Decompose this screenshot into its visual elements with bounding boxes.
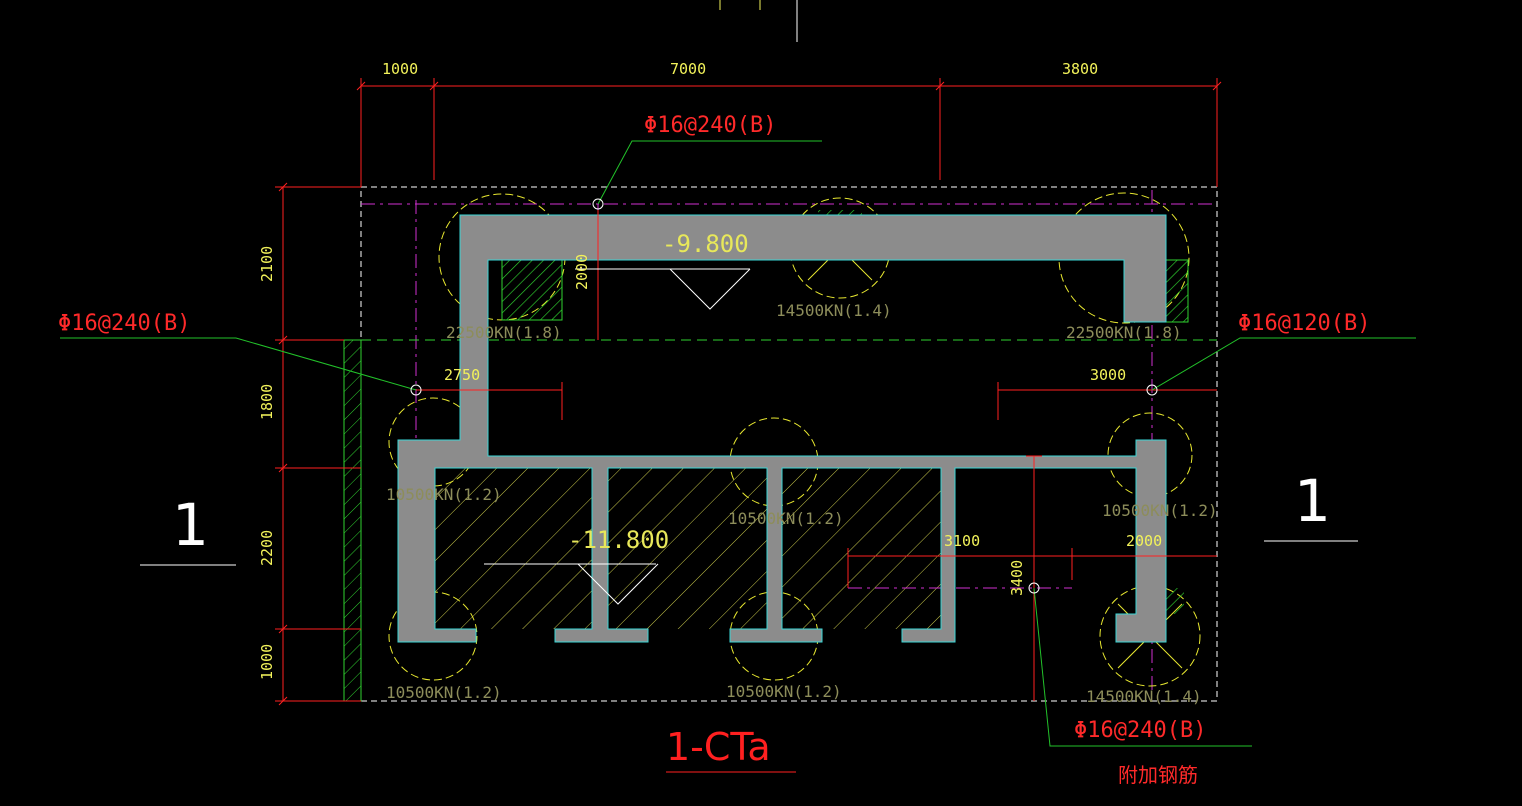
- top-dimension-texts: 1000 7000 3800: [382, 60, 1098, 78]
- elevation-upper-text: -9.800: [662, 230, 749, 258]
- elevation-texts: -9.800 -11.800: [568, 230, 749, 554]
- lower-pit-hatch: [435, 468, 941, 629]
- dim-2200-left: 2200: [258, 530, 276, 566]
- elevation-marker-upper: [575, 268, 751, 310]
- rebar-label-right[interactable]: Φ16@120(B): [1238, 311, 1370, 336]
- rebar-label-texts: Φ16@240(B) Φ16@240(B) Φ16@120(B) Φ16@240…: [58, 113, 1370, 787]
- pile-load-2: 14500KN(1.4): [776, 301, 892, 320]
- elevation-lower-text: -11.800: [568, 526, 669, 554]
- dim-2000-horizontal: 2000: [1126, 532, 1162, 550]
- section-mark-lines: [140, 540, 1358, 566]
- pile-load-3: 22500KN(1.8): [1066, 323, 1182, 342]
- rebar-leader-lines: [60, 140, 1416, 747]
- pile-load-5: 10500KN(1.2): [728, 509, 844, 528]
- inner-dimension-texts: 2000 2750 3000 3100 2000 3400: [444, 254, 1162, 596]
- dim-3800-top: 3800: [1062, 60, 1098, 78]
- pile-load-4: 10500KN(1.2): [386, 485, 502, 504]
- earth-retaining-strip: [343, 339, 362, 702]
- pile-load-texts: 22500KN(1.8) 14500KN(1.4) 22500KN(1.8) 1…: [386, 301, 1218, 706]
- section-mark-right[interactable]: 1: [1294, 467, 1331, 535]
- pile-load-8: 10500KN(1.2): [726, 682, 842, 701]
- dim-1000-left: 1000: [258, 644, 276, 680]
- dim-3000: 3000: [1090, 366, 1126, 384]
- left-dimension-texts: 2100 1800 2200 1000: [258, 246, 276, 680]
- elevation-marker-lower: [484, 563, 659, 605]
- rebar-label-top[interactable]: Φ16@240(B): [644, 113, 776, 138]
- section-mark-texts: 1 1: [172, 467, 1331, 559]
- drawing-title: 1-CTa: [666, 725, 771, 769]
- pile-load-9: 14500KN(1.4): [1086, 687, 1202, 706]
- pile-load-7: 10500KN(1.2): [386, 683, 502, 702]
- dimension-lines: [275, 78, 1222, 706]
- rebar-label-left[interactable]: Φ16@240(B): [58, 311, 190, 336]
- section-mark-left[interactable]: 1: [172, 491, 209, 559]
- dim-2100-left: 2100: [258, 246, 276, 282]
- rebar-label-bottom[interactable]: Φ16@240(B): [1074, 718, 1206, 743]
- dim-2000-vertical: 2000: [573, 254, 591, 290]
- pile-load-1: 22500KN(1.8): [446, 323, 562, 342]
- dim-1800-left: 1800: [258, 384, 276, 420]
- dim-3100: 3100: [944, 532, 980, 550]
- dim-3400: 3400: [1008, 560, 1026, 596]
- pile-load-6: 10500KN(1.2): [1102, 501, 1218, 520]
- concrete-walls: [397, 214, 1167, 643]
- dim-1000-top: 1000: [382, 60, 418, 78]
- rebar-leader-dots: [410, 198, 1158, 594]
- additional-rebar-note: 附加钢筋: [1118, 763, 1198, 787]
- dim-2750: 2750: [444, 366, 480, 384]
- dim-7000-top: 7000: [670, 60, 706, 78]
- top-partial-marks: [719, 0, 798, 42]
